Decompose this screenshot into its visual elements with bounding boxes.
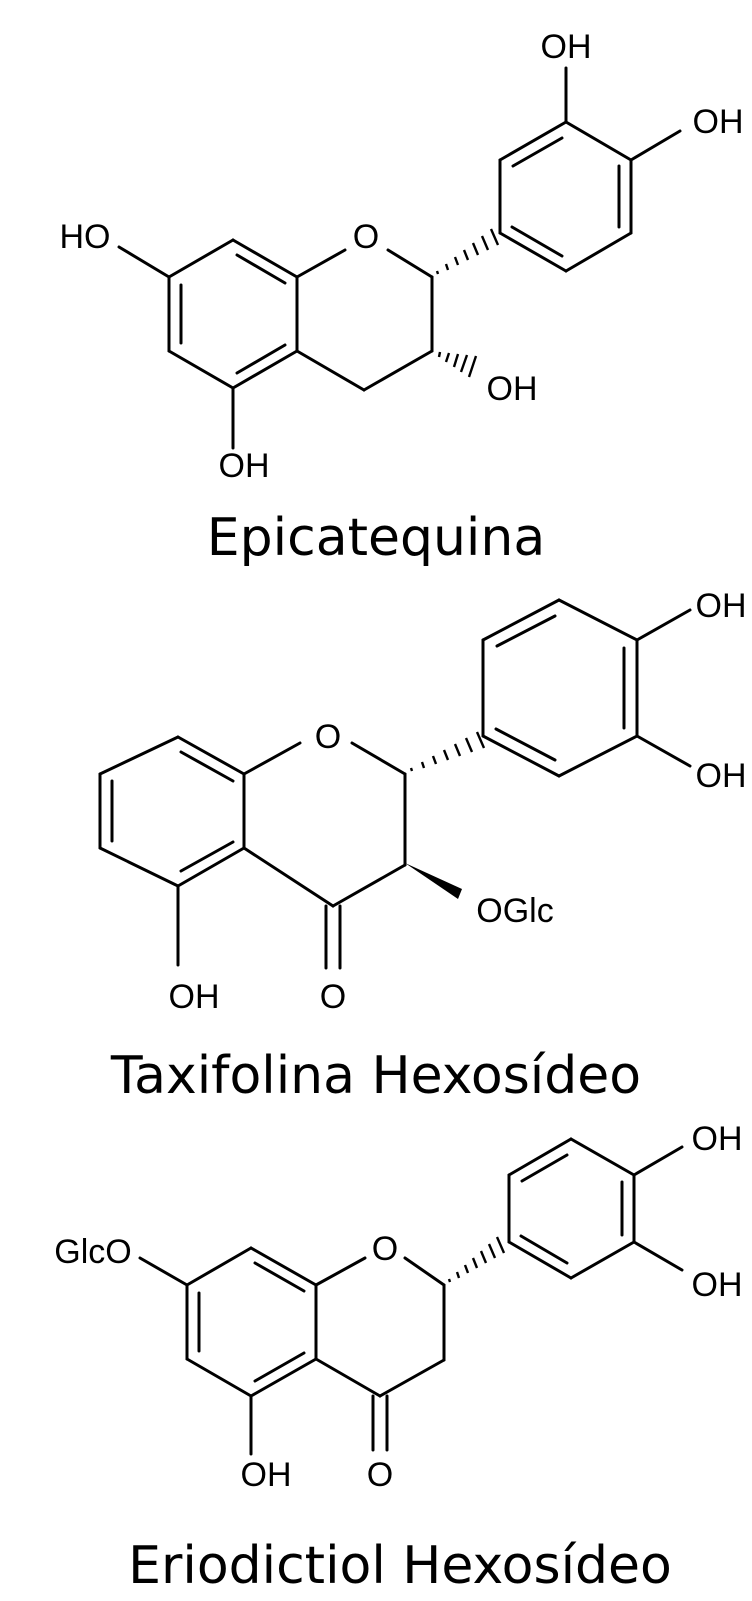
atom-label-ho: HO (60, 218, 111, 256)
atom-label-oh: OH (541, 28, 592, 66)
atom-label-oh: OH (692, 1120, 743, 1158)
atom-label-oh: OH (487, 370, 538, 408)
atom-label-oh: OH (696, 587, 747, 625)
atom-label-oh: OH (219, 447, 270, 485)
atom-label-o: O (367, 1456, 393, 1494)
compound-name: Taxifolina Hexosídeo (110, 1046, 641, 1106)
atom-label-oh: OH (692, 1266, 743, 1304)
atom-label-o: O (372, 1230, 398, 1268)
structure-taxifolina-hexosideo: OH OH O OGlc OH O (98, 587, 747, 1016)
atom-label-glco: GlcO (54, 1233, 131, 1271)
atom-label-oh: OH (169, 978, 220, 1016)
atom-label-oglc: OGlc (476, 892, 553, 930)
atom-label-o: O (320, 978, 346, 1016)
compound-name: Epicatequina (207, 508, 545, 568)
atom-label-o: O (315, 718, 341, 756)
atom-label-oh: OH (241, 1456, 292, 1494)
atom-label-o: O (353, 218, 379, 256)
structure-eriodictiol-hexosideo: OH OH GlcO O OH O (54, 1120, 742, 1494)
compound-name: Eriodictiol Hexosídeo (128, 1536, 672, 1596)
atom-label-oh: OH (696, 757, 747, 795)
structure-epicatequina: OH OH HO O OH OH (60, 28, 744, 485)
atom-label-oh: OH (693, 103, 744, 141)
